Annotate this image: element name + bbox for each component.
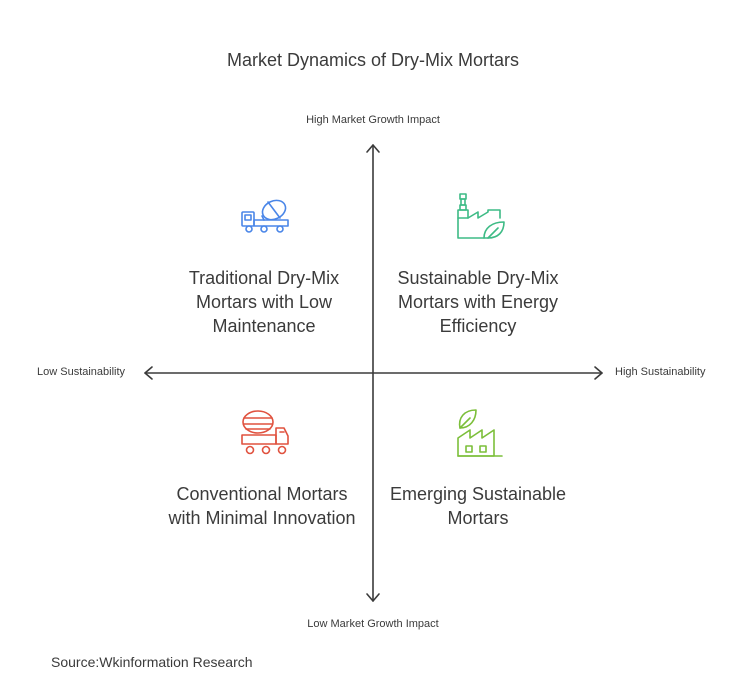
arrow-down-icon bbox=[366, 593, 380, 602]
green-factory-icon bbox=[454, 408, 506, 463]
source-note: Source:Wkinformation Research bbox=[51, 654, 253, 670]
quadrant-top-right-label: Sustainable Dry-Mix Mortars with Energy … bbox=[397, 268, 559, 336]
arrow-left-icon bbox=[144, 366, 153, 380]
cement-mixer-icon bbox=[240, 408, 292, 463]
arrow-up-icon bbox=[366, 144, 380, 153]
x-axis-high-label: High Sustainability bbox=[615, 366, 706, 378]
quadrant-top-left-label: Traditional Dry-Mix Mortars with Low Mai… bbox=[188, 268, 340, 336]
arrow-right-icon bbox=[594, 366, 603, 380]
y-axis-low-label: Low Market Growth Impact bbox=[307, 618, 439, 630]
quadrant-bottom-right-label: Emerging Sustainable Mortars bbox=[389, 484, 567, 528]
diagram-title: Market Dynamics of Dry-Mix Mortars bbox=[226, 50, 520, 70]
y-axis-high-label: High Market Growth Impact bbox=[306, 114, 440, 126]
concrete-mixer-truck-icon bbox=[240, 196, 290, 241]
x-axis-low-label: Low Sustainability bbox=[37, 366, 126, 378]
eco-factory-icon bbox=[454, 192, 506, 247]
quadrant-bottom-left-label: Conventional Mortars with Minimal Innova… bbox=[168, 484, 356, 528]
